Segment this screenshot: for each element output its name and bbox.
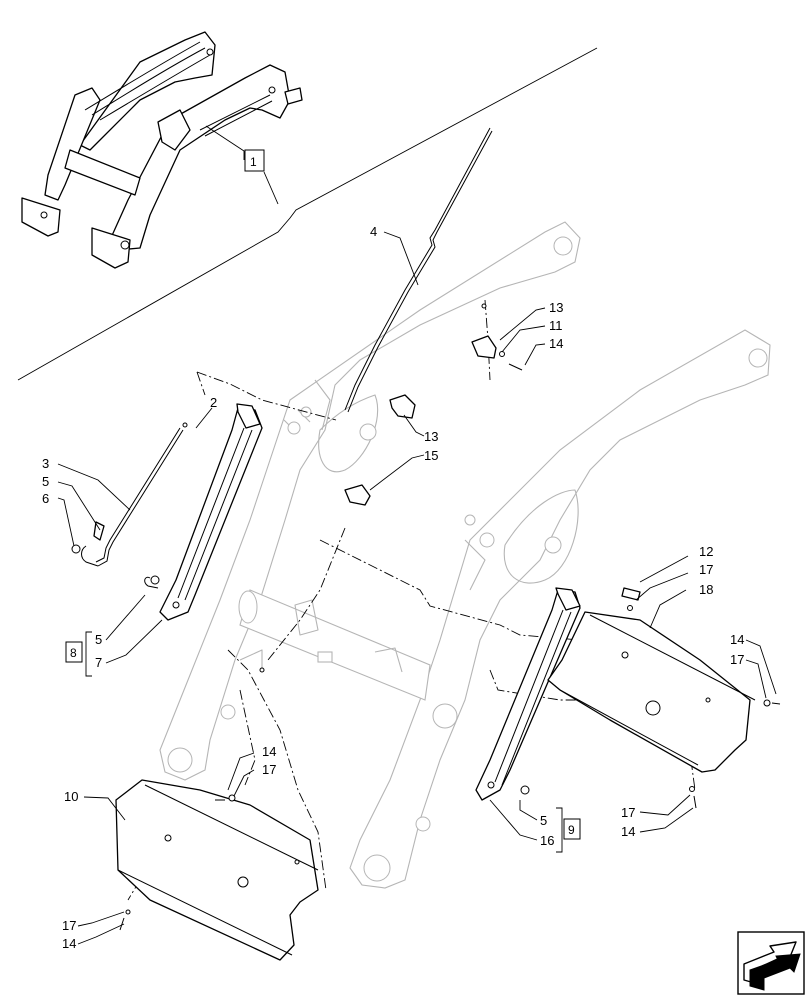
callout-3: 3: [42, 456, 49, 471]
callout-13a: 13: [549, 300, 563, 315]
callout-12: 12: [699, 544, 713, 559]
cover-panel-part-10: [115, 779, 319, 961]
callout-6: 6: [42, 491, 49, 506]
callout-box-1: [244, 149, 265, 172]
callout-17e: 17: [262, 762, 276, 777]
pin-part-5-right: [520, 785, 530, 795]
callout-17d: 17: [62, 918, 76, 933]
callout-4: 4: [370, 224, 377, 239]
callout-14e: 14: [262, 744, 276, 759]
callout-8: 8: [70, 646, 77, 660]
callout-14c: 14: [621, 824, 635, 839]
rod-part-3: [71, 427, 184, 589]
callout-14b: 14: [730, 632, 744, 647]
pin-part-5: [150, 575, 160, 585]
callout-10: 10: [64, 789, 78, 804]
cover-bar-part-7: [159, 403, 263, 621]
callout-5b: 5: [95, 632, 102, 647]
callout-15: 15: [424, 448, 438, 463]
callout-5a: 5: [42, 474, 49, 489]
callout-16: 16: [540, 833, 554, 848]
callout-1: 1: [250, 155, 257, 169]
separator-line: [17, 47, 598, 381]
callout-2: 2: [210, 395, 217, 410]
callout-13b: 13: [424, 429, 438, 444]
callout-box-8: [65, 641, 83, 663]
screw-part-2: [182, 422, 188, 428]
next-page-arrow-icon[interactable]: [737, 931, 805, 995]
cross-tube: [238, 589, 431, 701]
leader-lines: [57, 231, 777, 945]
leader-1: [205, 125, 245, 160]
callout-7: 7: [95, 655, 102, 670]
callout-17c: 17: [621, 805, 635, 820]
callout-14d: 14: [62, 936, 76, 951]
cover-panel-part-18: [547, 587, 781, 809]
callout-17b: 17: [730, 652, 744, 667]
callout-17a: 17: [699, 562, 713, 577]
callout-18: 18: [699, 582, 713, 597]
loader-arm-right: [349, 329, 771, 889]
callout-5c: 5: [540, 813, 547, 828]
loader-overview-thumbnail: [21, 31, 303, 269]
callout-box-9: [563, 818, 581, 840]
cover-bar-part-16: [475, 587, 581, 801]
callout-11: 11: [549, 318, 563, 333]
callout-14a: 14: [549, 336, 563, 351]
rod-part-4: [344, 127, 493, 413]
clips-13-15-11: [344, 303, 523, 506]
callout-labels: 2 3 5 6 5 7 4 13 11 14 13 15 12 17 18 14…: [42, 224, 744, 951]
callout-9: 9: [568, 823, 575, 837]
